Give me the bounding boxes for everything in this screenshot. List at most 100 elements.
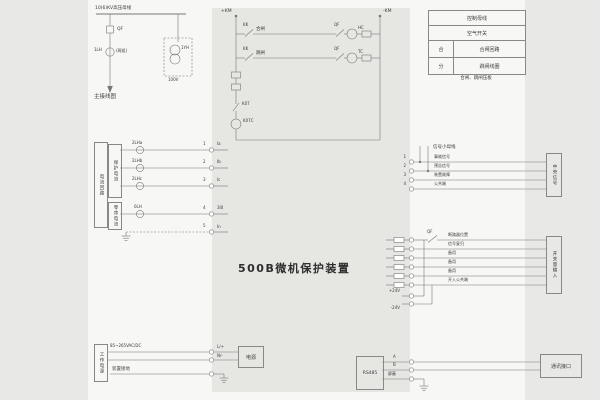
- qf-aux-label: QF: [334, 46, 340, 51]
- terminal-number: 2: [203, 159, 206, 164]
- feeder-arrow-icon: [107, 86, 113, 93]
- comm-shield-label: 屏蔽: [388, 371, 396, 376]
- ct-icon: [105, 47, 115, 57]
- terminal: [408, 282, 414, 288]
- terminal: [408, 255, 414, 261]
- binary-input-graphics: [386, 235, 546, 307]
- terminal: [408, 237, 414, 243]
- table-row: 合 合闸回路: [429, 40, 525, 57]
- negative-bus-label: -KM: [383, 9, 392, 14]
- terminal: [408, 359, 414, 365]
- neutral-terminal-label: N/-: [217, 353, 223, 358]
- protection-device-outline: [212, 8, 410, 392]
- terminal: [209, 349, 215, 355]
- closing-coil-label: HC: [358, 25, 364, 30]
- comm-module-box: RS485: [356, 356, 384, 390]
- ground-label: 装置接地: [112, 367, 130, 372]
- terminal-number: 1: [203, 141, 206, 146]
- terminal: [408, 159, 414, 165]
- signal-name: Ic: [217, 177, 221, 182]
- table-caption: 合闸、跳闸压板: [460, 76, 492, 81]
- opto-icon: [393, 273, 405, 279]
- power-module-box: 电源: [238, 346, 264, 368]
- pt-winding-icon: [169, 53, 181, 65]
- signal-name: Ia: [217, 141, 221, 146]
- table-row: 分 跳闸线圈: [429, 57, 525, 74]
- opto-icon: [393, 255, 405, 261]
- kk-contact-icon: [244, 53, 254, 61]
- ct-name: 2LHc: [132, 176, 142, 181]
- monitor-coil-label: K07C: [243, 118, 254, 123]
- comm-destination-box: 通讯接口: [540, 354, 582, 378]
- table-header: 控制母线: [466, 15, 487, 22]
- fuse-icon: [231, 83, 241, 91]
- kk-contact-icon: [244, 29, 254, 37]
- trip-coil-icon: [346, 52, 358, 64]
- terminal: [408, 168, 414, 174]
- air-switch-cell: 空气开关: [429, 25, 525, 40]
- terminal: [408, 264, 414, 270]
- input-row-label: 备用: [448, 268, 456, 273]
- terminal: [408, 293, 414, 299]
- control-bus-table: 控制母线 空气开关 合 合闸回路 分 跳闸线圈: [428, 10, 526, 75]
- signal-name: Ib: [217, 159, 221, 164]
- terminal-number: 3: [203, 177, 206, 182]
- terminal: [408, 246, 414, 252]
- signal-row-label: 事故信号: [434, 154, 450, 159]
- main-wiring-caption: 主接线图: [94, 94, 117, 100]
- comm-graphics: [382, 359, 540, 391]
- signal-row-label: 装置故障: [434, 172, 450, 177]
- row-key: 分: [429, 58, 454, 74]
- positive-bus-label: +KM: [221, 9, 232, 14]
- signal-name: In: [217, 224, 221, 229]
- terminal: [209, 183, 215, 189]
- opto-icon: [393, 246, 405, 252]
- terminal: [209, 371, 215, 377]
- opto-icon: [393, 282, 405, 288]
- link-icon: [361, 54, 372, 62]
- terminal-number: 4: [203, 205, 206, 210]
- ct-name: 2LHa: [132, 140, 143, 145]
- kk-switch-label: KK: [243, 22, 249, 27]
- current-circuit-graphics: [120, 146, 228, 241]
- signal-row-label: 公共端: [434, 181, 446, 186]
- row-value: 跳闸线圈: [479, 63, 500, 70]
- binary-input-destination-box: 开关量输入: [546, 236, 562, 294]
- terminal: [209, 165, 215, 171]
- terminal: [408, 301, 414, 307]
- terminal-number: 3: [403, 172, 406, 177]
- positive-24v-label: +24V: [388, 288, 400, 293]
- qf-aux-label: QF: [334, 22, 340, 27]
- input-row-label: 断路器位置: [448, 232, 468, 237]
- kk-switch-label: KK: [243, 46, 249, 51]
- row-value: 合闸回路: [479, 46, 500, 53]
- ct-name: 0LH: [134, 204, 142, 209]
- qf-aux-contact-icon: [335, 53, 345, 61]
- comm-line-label: A: [393, 354, 396, 359]
- qf-aux-contact-icon: [427, 235, 438, 243]
- opto-icon: [393, 264, 405, 270]
- pt-boundary-box: [163, 37, 193, 77]
- terminal: [408, 376, 414, 382]
- terminal-number: 1: [403, 154, 406, 159]
- main-wiring-graphics: [96, 13, 193, 93]
- pt-label: 1YH: [181, 45, 189, 50]
- ct-label: 1LH: [94, 47, 102, 52]
- signal-circuit-graphics: [408, 146, 546, 192]
- live-terminal-label: L/+: [217, 344, 224, 349]
- fuse-icon: [231, 71, 241, 79]
- voltage-range-label: 85~265VAC/DC: [110, 343, 142, 348]
- protection-current-box: 保护电流: [108, 144, 122, 198]
- ct-note: (两组): [116, 48, 128, 53]
- terminal-number: 2: [403, 163, 406, 168]
- signal-bus-caption: 信号小母线: [433, 145, 456, 150]
- signal-row-label: 预告信号: [434, 163, 450, 168]
- trip-func-label: 跳闸: [256, 51, 265, 56]
- ct-symbol: [136, 164, 144, 172]
- link-icon: [361, 30, 372, 38]
- monitor-contact-label: K07: [242, 101, 250, 106]
- pt-winding-icon: [169, 44, 181, 56]
- terminal: [209, 357, 215, 363]
